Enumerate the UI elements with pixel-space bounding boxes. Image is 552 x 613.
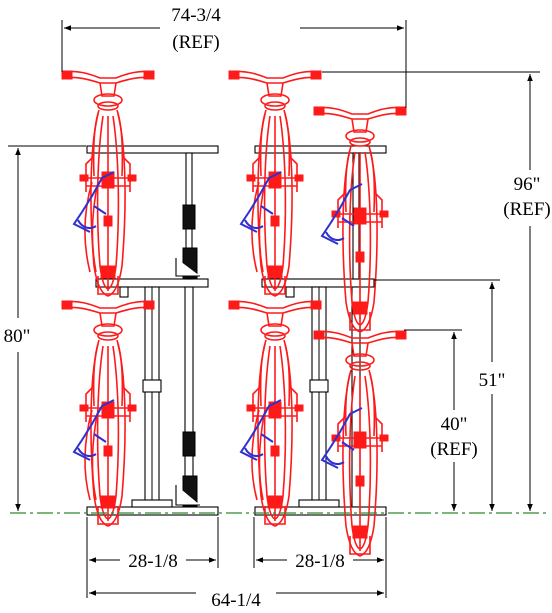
left-top-bar — [86, 145, 219, 154]
dimension-overall-width: 74-3/4 (REF) — [61, 5, 407, 108]
right-base-width-value: 28-1/8 — [295, 551, 345, 572]
upper-post-height-value: 80" — [4, 326, 31, 347]
dimension-overall-height: 96" (REF) — [322, 71, 551, 511]
bike-left-upper — [61, 70, 155, 297]
dimension-upper-tier-height: 51" — [374, 279, 506, 511]
dimension-lower-bike-height: 40" (REF) — [404, 329, 478, 511]
dimension-left-base-width: 28-1/8 — [86, 517, 219, 598]
dimension-overall-base-width: 64-1/4 — [89, 590, 384, 611]
overall-height-value: 96" — [514, 174, 541, 195]
overall-width-value: 74-3/4 — [171, 5, 221, 26]
bike-right-lower-rear — [228, 300, 322, 527]
bike-right-upper-rear — [228, 70, 322, 297]
rack-structure — [86, 145, 387, 516]
overall-base-width-value: 64-1/4 — [211, 590, 261, 611]
left-base-width-value: 28-1/8 — [128, 551, 178, 572]
overall-width-note: (REF) — [172, 32, 220, 53]
lower-bike-height-value: 40" — [441, 414, 468, 435]
upper-tier-height-value: 51" — [479, 370, 506, 391]
overall-height-note: (REF) — [503, 199, 551, 220]
bike-right-upper-front — [313, 106, 407, 333]
right-top-bar — [254, 145, 387, 154]
lower-bike-height-note: (REF) — [430, 439, 478, 460]
dimension-right-base-width: 28-1/8 — [253, 517, 387, 598]
bike-left-lower — [61, 300, 155, 527]
dimension-upper-post-height: 80" — [4, 145, 86, 511]
